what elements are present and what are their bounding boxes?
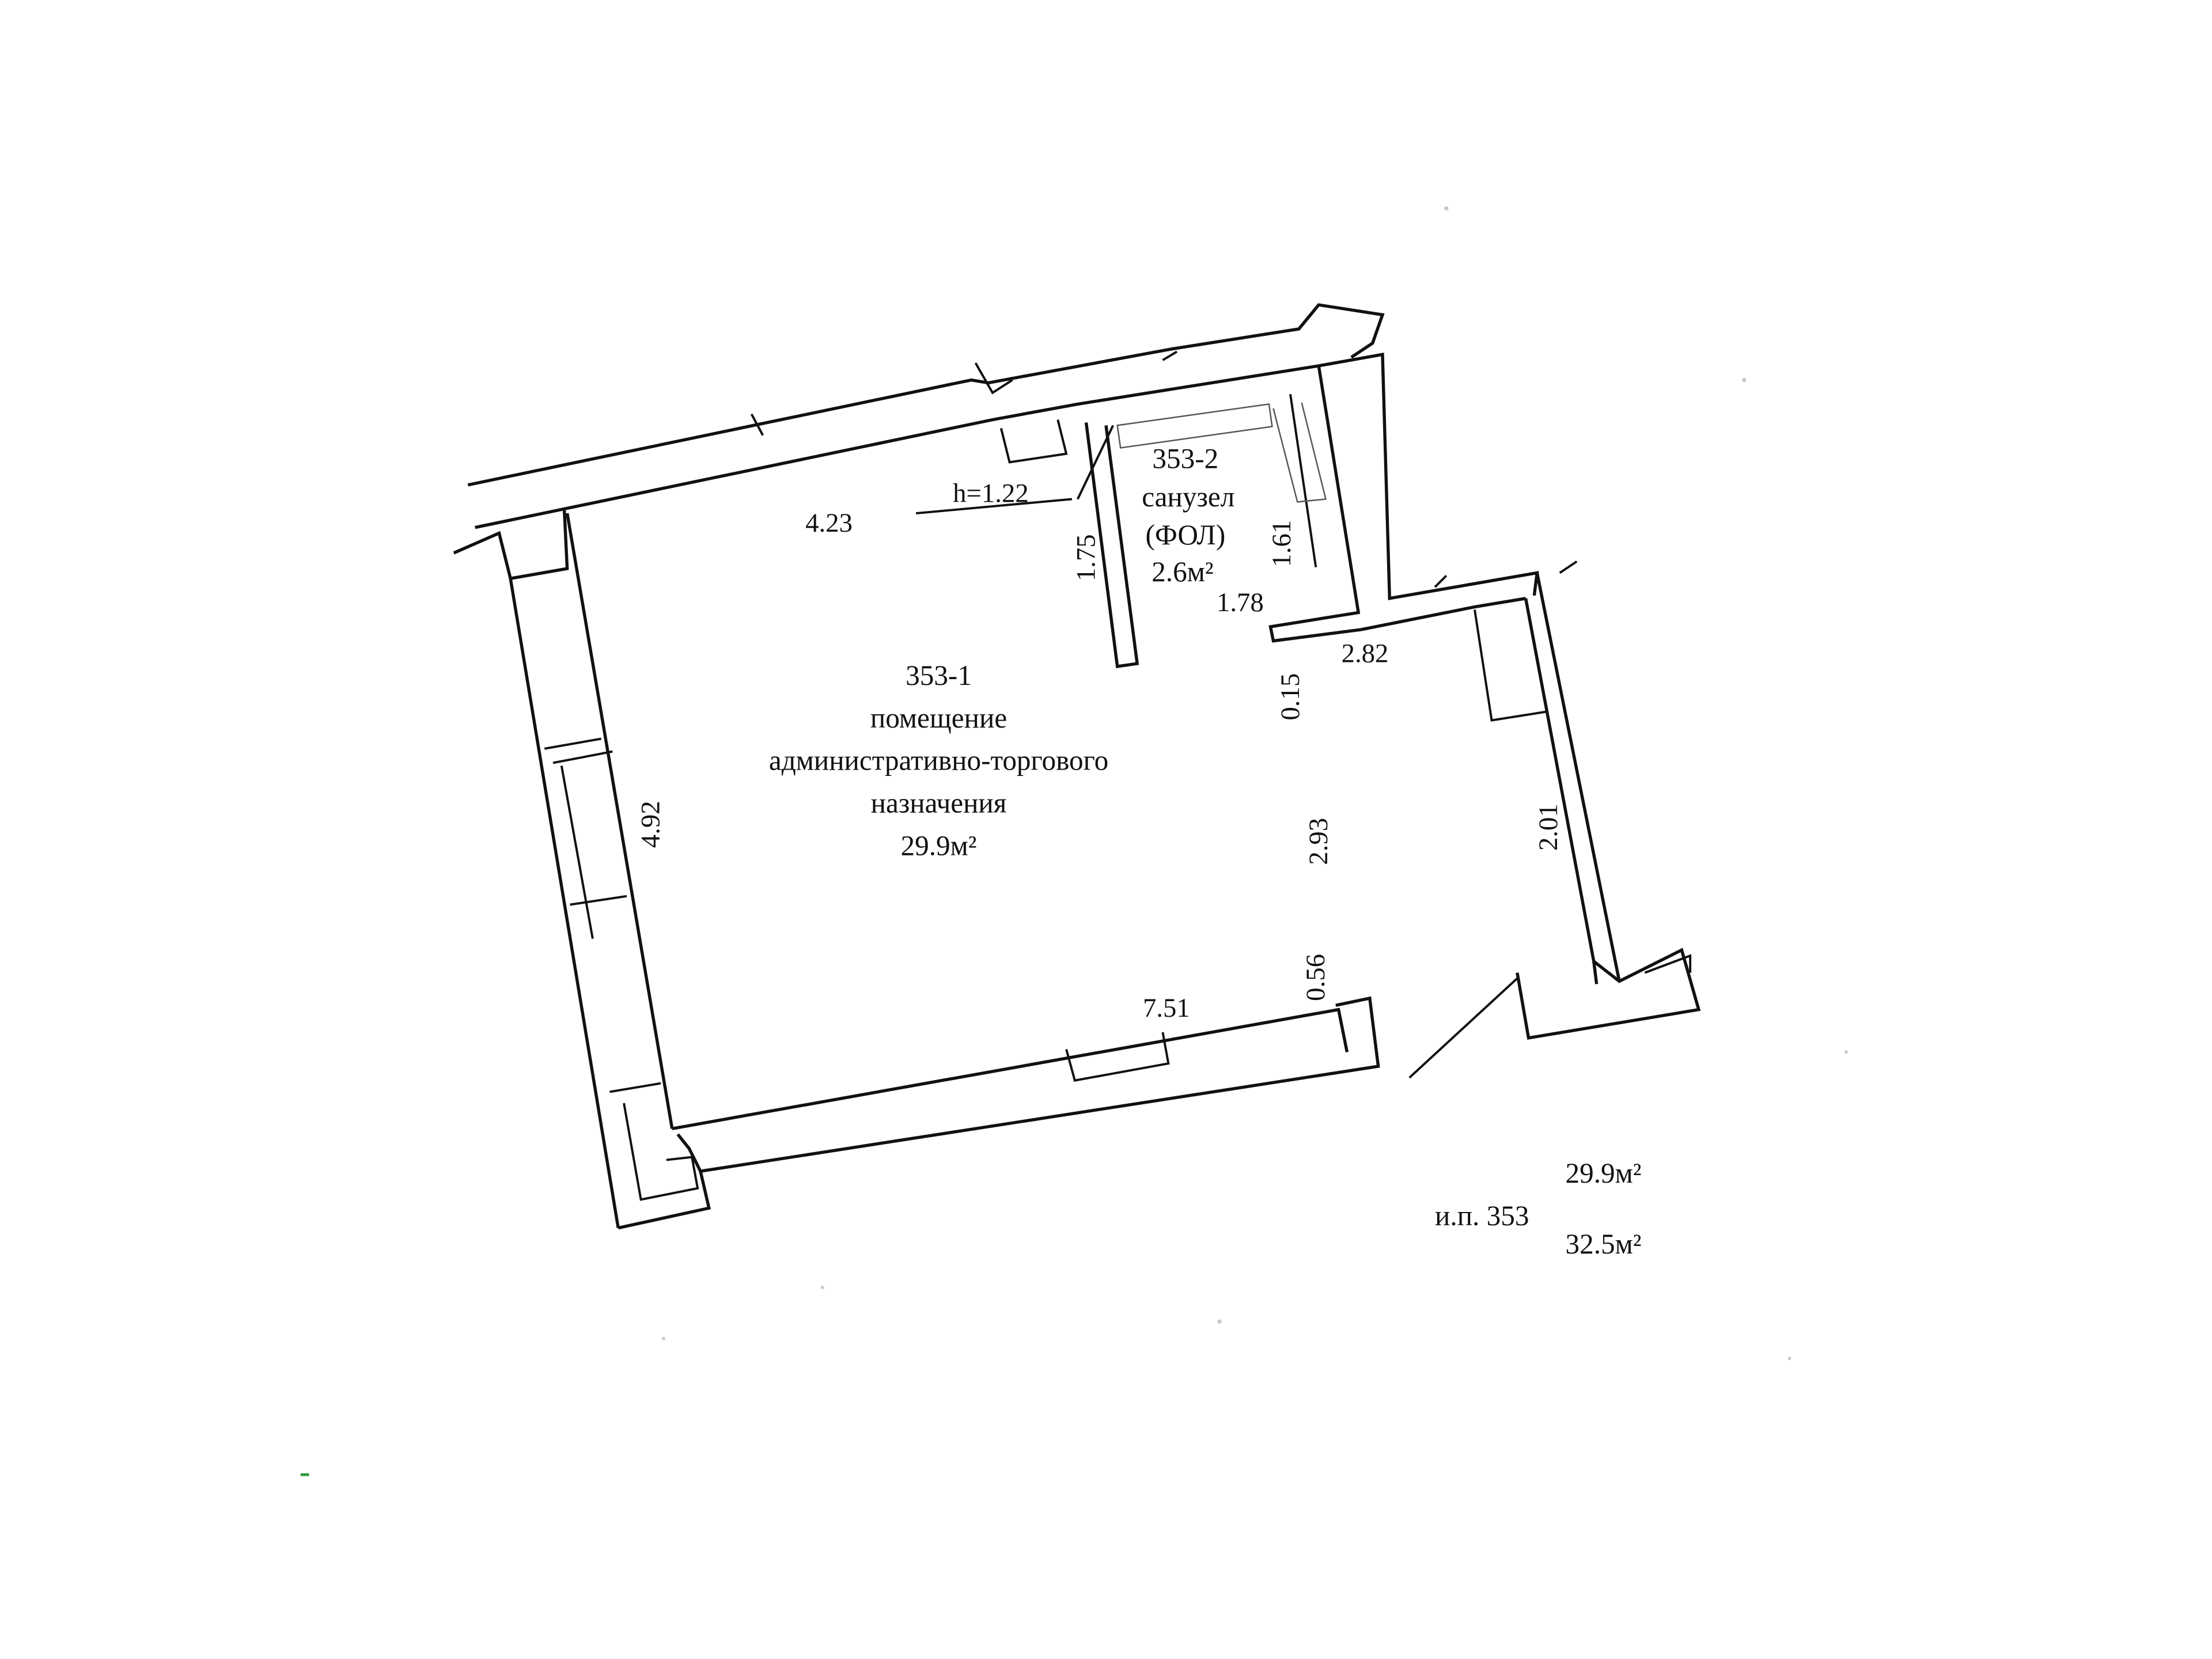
speck [1742, 378, 1747, 382]
top-wall-outer [467, 303, 1385, 487]
east-annex-notch [1434, 574, 1448, 588]
dim-0-56: 0.56 [1301, 954, 1331, 1001]
room-main-name-2: административно-торгового [769, 745, 1108, 777]
left-wall-segment-c [570, 895, 627, 906]
wc-niche [999, 419, 1068, 464]
east-annex-notch-2 [1559, 560, 1578, 574]
dim-0-15: 0.15 [1275, 673, 1305, 721]
left-wall-segment-b [552, 750, 613, 764]
left-wall-inner [565, 513, 674, 1129]
dim-h-1-22: h=1.22 [953, 478, 1029, 508]
dim-1-78: 1.78 [1217, 588, 1264, 618]
bottom-wall-outer [700, 996, 1380, 1173]
speck [662, 1336, 665, 1340]
dim-1-75: 1.75 [1071, 534, 1101, 581]
summary-area-total: 32.5м² [1566, 1228, 1642, 1260]
room-wc-number: 353-2 [1152, 442, 1218, 474]
left-wall-segment-e [609, 1082, 661, 1093]
room-wc-area: 2.6м² [1152, 556, 1213, 588]
room-main-number: 353-1 [906, 660, 972, 691]
room-main-label: 353-1 помещение административно-торговог… [769, 660, 1108, 861]
room-main-area: 29.9м² [901, 830, 977, 861]
east-annex-top-inner [1361, 597, 1527, 631]
top-wall-notch-3 [1162, 350, 1178, 361]
left-wall-segment-a [544, 737, 602, 750]
corner-mark [300, 1473, 309, 1476]
east-annex-top [1318, 353, 1539, 600]
room-main-name-3: назначения [871, 787, 1007, 819]
dim-7-51: 7.51 [1143, 993, 1190, 1023]
wc-partition-left [1084, 422, 1139, 668]
scan-specks [300, 206, 1848, 1476]
leader-line [1408, 978, 1518, 1079]
dimensions: 4.23 h=1.22 1.78 2.82 7.51 1.75 1.61 0.1… [636, 478, 1563, 1023]
room-wc-finish: (ФОЛ) [1145, 519, 1225, 551]
top-wall-inner [475, 364, 1319, 529]
left-wall-outer [509, 578, 620, 1229]
bottom-right-break [1644, 954, 1692, 974]
east-wall-window [1474, 609, 1546, 722]
room-wc-name: санузел [1142, 481, 1234, 513]
east-wall-outer [1535, 572, 1621, 982]
east-wall-inner [1524, 598, 1596, 962]
summary-label: и.п. 353 [1435, 1200, 1529, 1232]
speck [1787, 1357, 1791, 1361]
left-wall-segment-d [560, 765, 594, 939]
wc-fixture-hatch-2 [1272, 402, 1327, 503]
bottom-wall-niche [1065, 1032, 1170, 1082]
speck [820, 1286, 824, 1290]
wc-inner-right [1289, 394, 1317, 567]
speck [1444, 206, 1449, 211]
dim-2-01: 2.01 [1533, 804, 1563, 851]
wc-fixture-hatch [1116, 403, 1273, 449]
top-wall-notch-1 [750, 413, 764, 436]
wc-door-line [1076, 425, 1115, 500]
wc-right-wall [1268, 365, 1362, 643]
top-wall-notch-2 [974, 362, 1013, 395]
dim-4-23: 4.23 [805, 508, 853, 538]
summary-block: и.п. 353 29.9м² 32.5м² [1435, 1157, 1642, 1260]
dim-1-61: 1.61 [1267, 520, 1297, 567]
height-leader [915, 498, 1073, 515]
summary-area-main: 29.9м² [1566, 1157, 1642, 1189]
dim-2-93: 2.93 [1304, 818, 1334, 865]
dim-2-82: 2.82 [1342, 639, 1389, 669]
bottom-right-pilaster [1516, 948, 1701, 1040]
speck [1217, 1319, 1222, 1324]
bottom-left-pilaster-inner [623, 1103, 699, 1201]
dim-4-92: 4.92 [636, 801, 666, 848]
room-main-name-1: помещение [870, 702, 1007, 734]
walls [453, 303, 1701, 1230]
room-wc-label: 353-2 санузел (ФОЛ) 2.6м² [1142, 442, 1234, 588]
speck [1844, 1050, 1848, 1054]
bottom-wall-inner [672, 1007, 1349, 1131]
